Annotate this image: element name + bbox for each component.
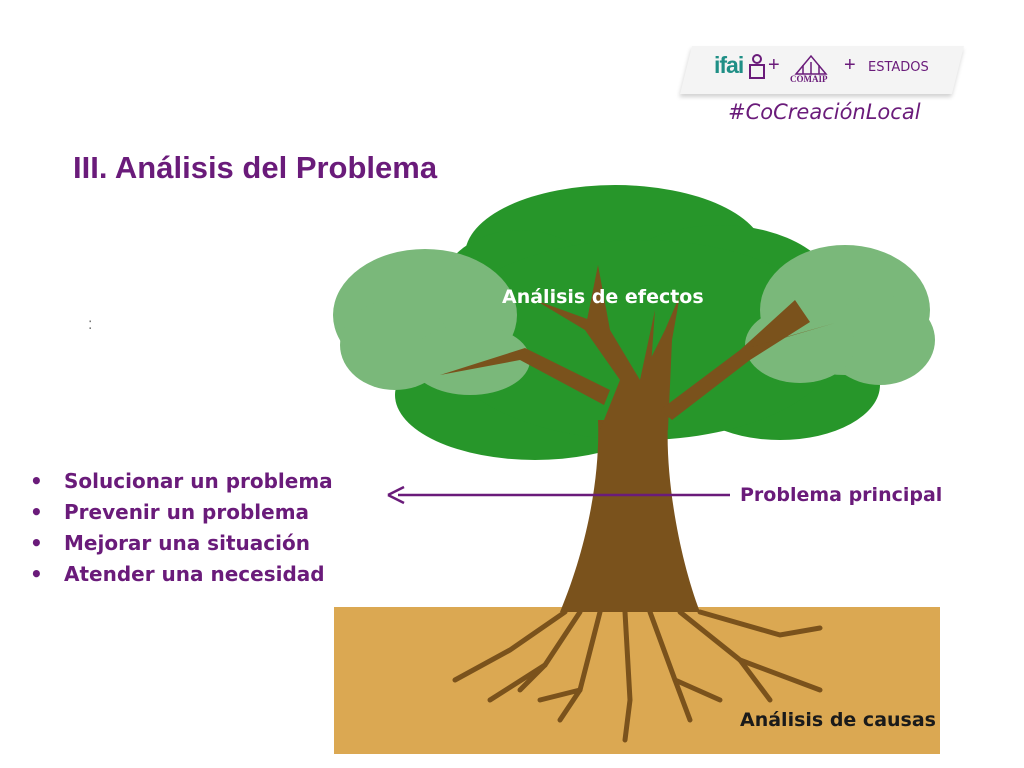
objectives-list: •Solucionar un problema •Prevenir un pro…	[30, 466, 333, 590]
list-item: •Atender una necesidad	[30, 559, 333, 590]
slide-title: III. Análisis del Problema	[73, 150, 438, 185]
bullet-icon: •	[30, 531, 43, 555]
main-problem-arrow	[387, 485, 730, 505]
tree-trunk	[440, 265, 835, 612]
bullet-icon: •	[30, 562, 43, 586]
effects-analysis-label: Análisis de efectos	[502, 286, 704, 308]
plus-sign-1: +	[768, 54, 780, 76]
bullet-icon: •	[30, 500, 43, 524]
causes-analysis-label: Análisis de causas	[740, 709, 936, 731]
canopy-light	[333, 245, 935, 395]
bullet-icon: •	[30, 469, 43, 493]
list-item: •Prevenir un problema	[30, 497, 333, 528]
list-item: •Mejorar una situación	[30, 528, 333, 559]
person-book-icon	[749, 54, 765, 79]
soil-area	[334, 607, 940, 754]
ifai-logo: ifai	[714, 52, 744, 78]
comaip-logo: COMAIP	[790, 74, 828, 84]
tree-roots	[452, 609, 823, 743]
plus-sign-2: +	[844, 54, 856, 76]
hashtag: #CoCreaciónLocal	[728, 100, 921, 124]
colon-mark: :	[88, 316, 93, 333]
estados-label: ESTADOS	[868, 60, 929, 75]
main-problem-label: Problema principal	[740, 484, 943, 506]
list-item: •Solucionar un problema	[30, 466, 333, 497]
comaip-emblem-icon	[794, 54, 828, 75]
